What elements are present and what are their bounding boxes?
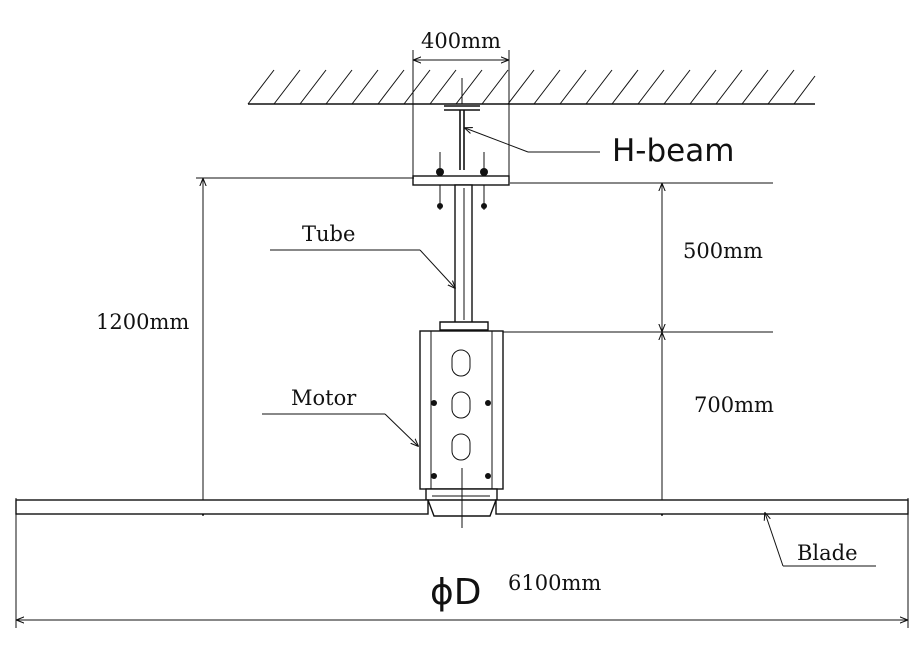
dimension-diameter: ϕD 6100mm (15, 516, 909, 628)
label-blade: Blade (797, 541, 858, 565)
h-beam-leader: H-beam (465, 128, 734, 169)
blade-leader: Blade (765, 513, 876, 567)
label-1200mm: 1200mm (96, 310, 189, 334)
mounting-plate (412, 175, 510, 186)
ceiling-hatch (247, 69, 816, 105)
dimension-400mm: 400mm (412, 29, 510, 178)
ceiling (247, 69, 816, 105)
motor (419, 321, 504, 504)
label-motor: Motor (291, 386, 357, 410)
label-tube: Tube (302, 222, 355, 246)
dimension-500-700: 500mm 700mm (489, 182, 774, 515)
blades (15, 468, 909, 528)
motor-leader: Motor (262, 386, 418, 446)
label-6100mm: 6100mm (508, 571, 601, 595)
label-400mm: 400mm (421, 29, 501, 53)
tube (454, 184, 473, 324)
dimension-1200mm: 1200mm (96, 177, 414, 515)
label-h-beam: H-beam (612, 133, 734, 169)
label-diameter-symbol: ϕD (430, 572, 481, 613)
label-700mm: 700mm (694, 393, 774, 417)
tube-leader: Tube (270, 222, 455, 288)
label-500mm: 500mm (683, 239, 763, 263)
